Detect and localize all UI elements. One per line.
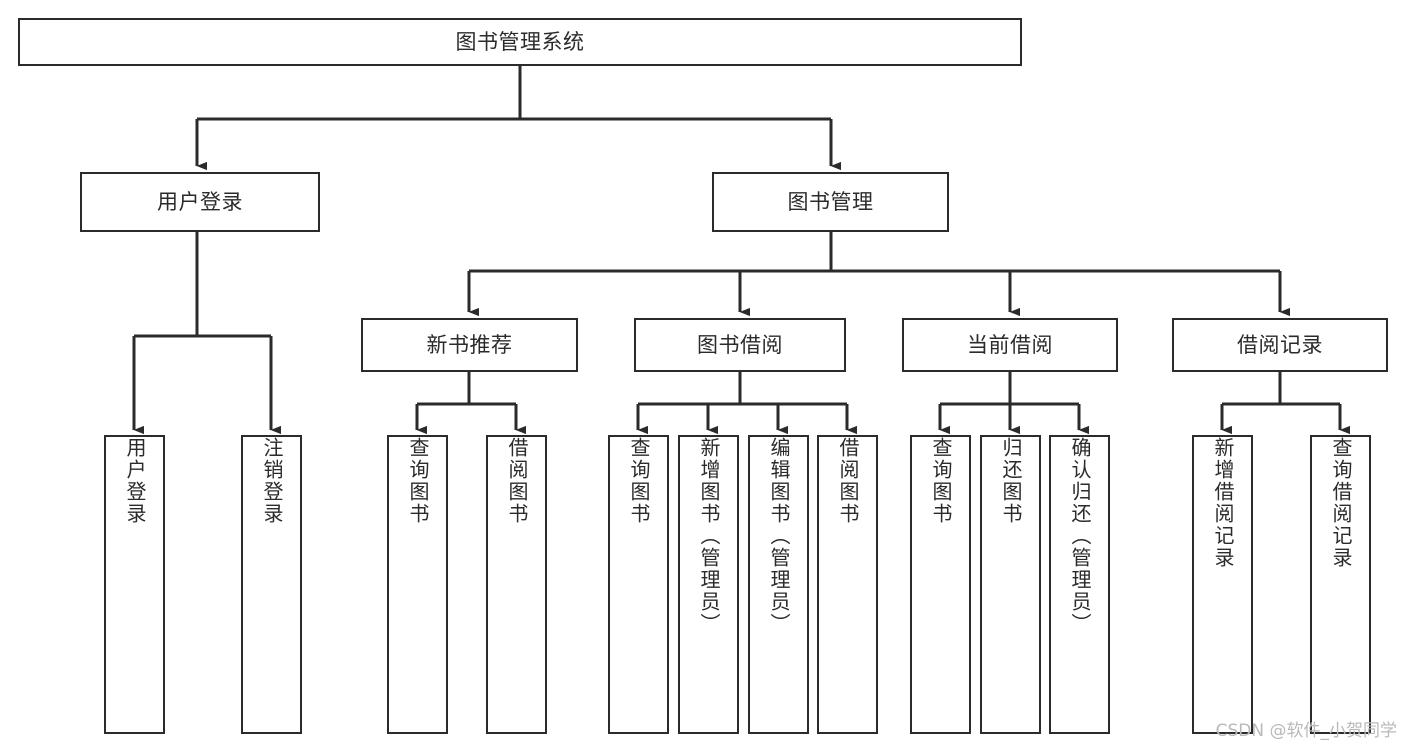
node-label: 用户登录 — [123, 437, 147, 525]
node-leaf-query-book-3[interactable]: 查询图书 — [910, 435, 971, 734]
node-label: 新书推荐 — [426, 332, 513, 357]
node-label: 确认归还（管理员） — [1068, 437, 1092, 635]
node-label: 归还图书 — [999, 437, 1023, 525]
node-book-borrow[interactable]: 图书借阅 — [634, 318, 846, 372]
node-leaf-return-book[interactable]: 归还图书 — [980, 435, 1041, 734]
node-leaf-logout-login[interactable]: 注销登录 — [241, 435, 302, 734]
node-user-login[interactable]: 用户登录 — [80, 172, 320, 232]
node-label: 查询图书 — [929, 437, 953, 525]
node-label: 查询借阅记录 — [1329, 437, 1353, 569]
node-leaf-query-book-2[interactable]: 查询图书 — [608, 435, 669, 734]
node-leaf-borrow-book-2[interactable]: 借阅图书 — [817, 435, 878, 734]
node-label: 注销登录 — [260, 437, 284, 525]
node-label: 用户登录 — [157, 189, 243, 214]
node-label: 新增图书（管理员） — [697, 437, 721, 635]
node-new-book-recommend[interactable]: 新书推荐 — [361, 318, 578, 372]
node-leaf-edit-book-admin[interactable]: 编辑图书（管理员） — [748, 435, 809, 734]
node-leaf-query-book-1[interactable]: 查询图书 — [387, 435, 448, 734]
node-label: 图书管理 — [787, 189, 874, 214]
node-label: 借阅图书 — [836, 437, 860, 525]
node-label: 编辑图书（管理员） — [767, 437, 791, 635]
node-leaf-add-borrow-record[interactable]: 新增借阅记录 — [1192, 435, 1253, 734]
node-label: 查询图书 — [406, 437, 430, 525]
node-leaf-user-login[interactable]: 用户登录 — [104, 435, 165, 734]
node-label: 借阅记录 — [1237, 332, 1323, 357]
node-leaf-add-book-admin[interactable]: 新增图书（管理员） — [678, 435, 739, 734]
node-label: 图书借阅 — [697, 332, 783, 357]
node-leaf-query-borrow-record[interactable]: 查询借阅记录 — [1310, 435, 1371, 734]
node-leaf-borrow-book-1[interactable]: 借阅图书 — [486, 435, 547, 734]
node-label: 借阅图书 — [505, 437, 529, 525]
node-label: 新增借阅记录 — [1211, 437, 1235, 569]
node-label: 图书管理系统 — [455, 29, 585, 54]
watermark-text: CSDN @软件_小贺同学 — [1215, 721, 1397, 741]
node-current-borrow[interactable]: 当前借阅 — [902, 318, 1118, 372]
node-root-system[interactable]: 图书管理系统 — [18, 18, 1022, 66]
node-borrow-record[interactable]: 借阅记录 — [1172, 318, 1388, 372]
node-label: 查询图书 — [627, 437, 651, 525]
node-label: 当前借阅 — [967, 332, 1053, 357]
node-leaf-confirm-return-admin[interactable]: 确认归还（管理员） — [1049, 435, 1110, 734]
node-book-management[interactable]: 图书管理 — [712, 172, 949, 232]
